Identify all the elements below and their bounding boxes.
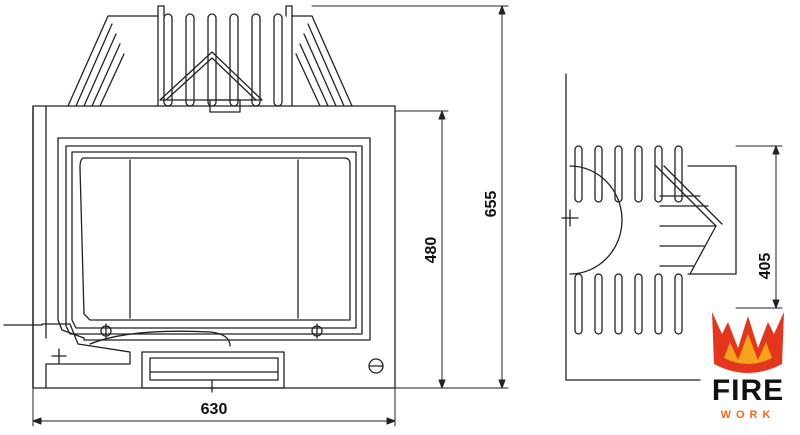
flame-icon xyxy=(712,312,784,373)
door-glass xyxy=(79,157,351,321)
side-fin xyxy=(634,145,643,335)
side-fin xyxy=(614,145,623,335)
logo-word-fire: FIRE xyxy=(711,374,785,407)
firework-logo: FIRE WORK xyxy=(702,308,794,428)
top-fin xyxy=(185,13,195,107)
top-fin xyxy=(273,13,283,107)
dimension-side-height-label: 405 xyxy=(757,253,774,280)
side-dimensions xyxy=(735,145,783,309)
dimension-width-label: 630 xyxy=(201,401,228,418)
side-fin xyxy=(594,145,603,335)
side-view xyxy=(561,73,737,381)
logo-word-work: WORK xyxy=(720,409,776,421)
ash-drawer xyxy=(141,351,285,389)
side-fin xyxy=(654,145,663,335)
left-bracket xyxy=(41,323,131,389)
door-outer-frame xyxy=(57,137,371,341)
front-dimensions xyxy=(32,5,509,427)
top-fin-hood xyxy=(67,5,353,113)
side-fin xyxy=(674,145,683,335)
dimension-total-height-label: 655 xyxy=(483,191,500,218)
top-fin xyxy=(229,13,239,107)
handle-knob xyxy=(368,358,384,374)
dimension-inner-height-label: 480 xyxy=(423,237,440,264)
side-fin xyxy=(574,145,583,335)
front-view xyxy=(3,5,396,393)
